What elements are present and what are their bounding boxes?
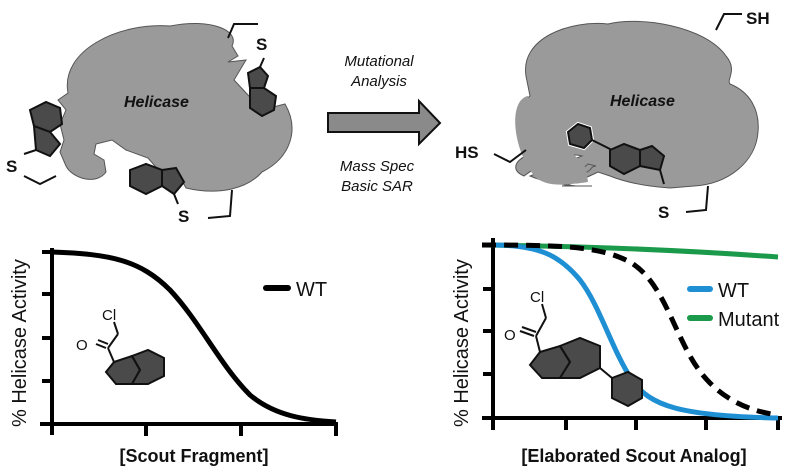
oxygen-label-right: O xyxy=(504,327,516,344)
y-axis-label-right: % Helicase Activity xyxy=(451,259,473,427)
fragment-left xyxy=(23,100,64,186)
curve-dashed xyxy=(481,242,779,418)
thiol-s-top: S xyxy=(256,35,267,54)
legend-wt-label-left: WT xyxy=(296,279,327,301)
chlorine-label-right: Cl xyxy=(530,289,544,306)
helicase-label-left: Helicase xyxy=(124,94,189,111)
thiol-s-bound: S xyxy=(658,203,669,222)
fragment-bottom xyxy=(129,162,233,219)
helicase-bound-group: Helicase SH HS S xyxy=(455,9,770,222)
thiol-hs-left: HS xyxy=(455,143,479,162)
x-axis-label-right: [Elaborated Scout Analog] xyxy=(521,446,746,466)
legend-wt-label-right: WT xyxy=(718,280,749,302)
arrow-text-above-2: Analysis xyxy=(350,73,407,90)
helicase-unbound-group: Helicase S S S xyxy=(6,22,293,226)
x-axis-label-left: [Scout Fragment] xyxy=(119,446,268,466)
thiol-sh-top: SH xyxy=(746,9,770,28)
helicase-protein-left xyxy=(57,22,293,192)
bound-analog xyxy=(565,121,709,213)
chart-left: WT % Helicase Activity [Scout Fragment] … xyxy=(9,248,338,466)
process-arrow-group: Mutational Analysis Mass Spec Basic SAR xyxy=(327,53,442,195)
curve-wt-left xyxy=(51,249,337,425)
arrow-text-below-1: Mass Spec xyxy=(340,158,415,175)
thiol-s-bottom: S xyxy=(178,207,189,226)
curve-wt-right xyxy=(492,242,779,421)
chlorine-label-left: Cl xyxy=(102,307,116,324)
legend-mutant-label: Mutant xyxy=(718,309,780,331)
y-axis-label-left: % Helicase Activity xyxy=(9,259,31,427)
helicase-label-right: Helicase xyxy=(610,93,675,110)
scout-fragment-structure: O Cl xyxy=(76,307,165,385)
chart-right: WT Mutant % Helicase Activity [Elaborate… xyxy=(451,238,782,466)
oxygen-label-left: O xyxy=(76,337,88,354)
elaborated-analog-structure: O Cl xyxy=(504,289,643,408)
arrow-text-above-1: Mutational xyxy=(344,53,414,70)
arrow-text-below-2: Basic SAR xyxy=(341,178,413,195)
thiol-s-left: S xyxy=(6,157,17,176)
process-arrow-icon xyxy=(327,98,442,147)
fragment-right-pocket xyxy=(227,23,278,118)
